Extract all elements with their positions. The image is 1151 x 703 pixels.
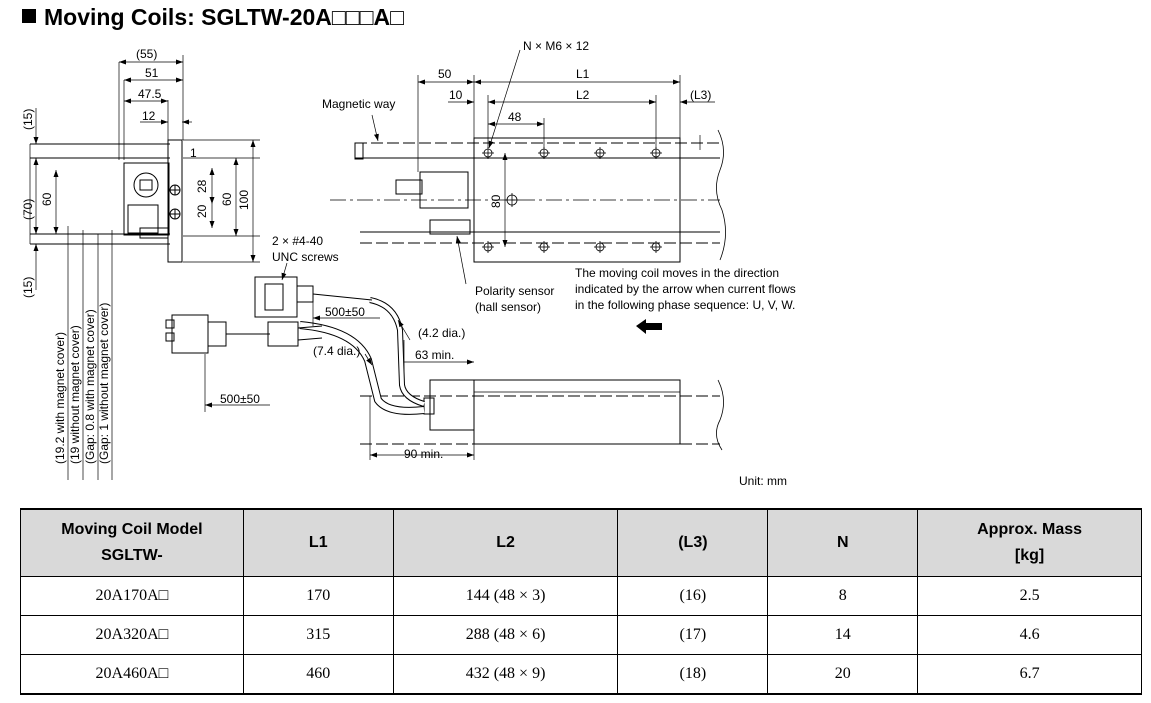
cell-l3: (18)	[617, 654, 769, 695]
cell-mass: 2.5	[917, 576, 1142, 616]
cable-dimensions: 500±50 500±50 (4.2 dia.) (7.4 dia.) 63 m…	[220, 234, 465, 461]
svg-text:500±50: 500±50	[325, 305, 365, 319]
svg-text:Magnetic way: Magnetic way	[322, 97, 395, 111]
cell-n: 20	[767, 654, 919, 695]
svg-text:51: 51	[145, 66, 159, 80]
side-view	[165, 262, 724, 460]
svg-text:60: 60	[40, 192, 54, 206]
svg-text:(55): (55)	[136, 47, 157, 61]
direction-note: The moving coil moves in the direction i…	[575, 266, 796, 488]
svg-text:(7.4 dia.): (7.4 dia.)	[313, 344, 360, 358]
svg-text:1: 1	[190, 146, 197, 160]
header-mass: Approx. Mass[kg]	[917, 508, 1142, 577]
svg-text:L1: L1	[576, 67, 590, 81]
svg-text:UNC screws: UNC screws	[272, 250, 339, 264]
top-view	[330, 49, 726, 285]
svg-text:(19 without magnet cover): (19 without magnet cover)	[68, 325, 82, 464]
end-view	[29, 55, 260, 480]
svg-text:(hall sensor): (hall sensor)	[475, 300, 541, 314]
cell-l2: 144 (48 × 3)	[392, 576, 619, 616]
svg-text:L2: L2	[576, 88, 590, 102]
svg-text:The moving coil moves in the d: The moving coil moves in the direction	[575, 266, 779, 280]
table-row: 20A460A□ 460 432 (48 × 9) (18) 20 6.7	[20, 654, 1142, 695]
cell-l2: 432 (48 × 9)	[392, 654, 619, 695]
svg-text:20: 20	[195, 204, 209, 218]
table-row: 20A170A□ 170 144 (48 × 3) (16) 8 2.5	[20, 576, 1142, 616]
dimension-drawing: (55) 51 47.5 12 1 28 20 60 100 60 (15) (…	[21, 39, 796, 488]
cell-l1: 315	[242, 615, 394, 655]
cell-l3: (17)	[617, 615, 769, 655]
cell-mass: 6.7	[917, 654, 1142, 695]
cell-l2: 288 (48 × 6)	[392, 615, 619, 655]
svg-text:in the following phase sequenc: in the following phase sequence: U, V, W…	[575, 298, 795, 312]
svg-text:(L3): (L3)	[690, 88, 711, 102]
svg-text:47.5: 47.5	[138, 87, 162, 101]
svg-text:48: 48	[508, 110, 522, 124]
svg-text:(19.2 with magnet cover): (19.2 with magnet cover)	[53, 332, 67, 464]
svg-text:50: 50	[438, 67, 452, 81]
cell-model: 20A320A□	[20, 615, 244, 655]
unit-label: Unit: mm	[739, 474, 787, 488]
header-l2: L2	[392, 508, 619, 577]
end-view-dimensions: (55) 51 47.5 12 1 28 20 60 100 60 (15) (…	[21, 47, 251, 464]
svg-text:12: 12	[142, 109, 156, 123]
svg-text:60: 60	[220, 192, 234, 206]
cell-l1: 460	[242, 654, 394, 695]
svg-text:N × M6 × 12: N × M6 × 12	[523, 39, 589, 53]
svg-text:(Gap: 1 without magnet cover): (Gap: 1 without magnet cover)	[97, 303, 111, 464]
cell-n: 14	[767, 615, 919, 655]
svg-text:100: 100	[237, 190, 251, 210]
svg-text:28: 28	[195, 179, 209, 193]
cell-model: 20A170A□	[20, 576, 244, 616]
cell-mass: 4.6	[917, 615, 1142, 655]
top-view-dimensions: 50 L1 10 L2 (L3) 48 80 N × M6 × 12 Magne…	[322, 39, 711, 314]
cell-model: 20A460A□	[20, 654, 244, 695]
svg-text:(Gap: 0.8 with magnet cover): (Gap: 0.8 with magnet cover)	[83, 309, 97, 464]
header-n: N	[767, 508, 919, 577]
header-l3: (L3)	[617, 508, 769, 577]
title-text: Moving Coils: SGLTW-20A□□□A□	[44, 4, 405, 30]
svg-text:2 × #4-40: 2 × #4-40	[272, 234, 323, 248]
cell-n: 8	[767, 576, 919, 616]
svg-text:(70): (70)	[21, 199, 35, 220]
svg-text:(15): (15)	[21, 109, 35, 130]
cell-l1: 170	[242, 576, 394, 616]
svg-text:(15): (15)	[21, 277, 35, 298]
svg-text:indicated by the arrow when cu: indicated by the arrow when current flow…	[575, 282, 796, 296]
svg-text:500±50: 500±50	[220, 392, 260, 406]
header-l1: L1	[242, 508, 394, 577]
square-bullet-icon	[22, 9, 36, 23]
svg-text:63 min.: 63 min.	[415, 348, 454, 362]
direction-arrow-icon	[636, 319, 662, 334]
svg-text:(4.2 dia.): (4.2 dia.)	[418, 326, 465, 340]
svg-text:90 min.: 90 min.	[404, 447, 443, 461]
table-row: 20A320A□ 315 288 (48 × 6) (17) 14 4.6	[20, 615, 1142, 655]
cell-l3: (16)	[617, 576, 769, 616]
svg-text:Polarity sensor: Polarity sensor	[475, 284, 554, 298]
svg-text:80: 80	[489, 194, 503, 208]
page-title: Moving Coils: SGLTW-20A□□□A□	[22, 4, 404, 31]
svg-text:10: 10	[449, 88, 463, 102]
